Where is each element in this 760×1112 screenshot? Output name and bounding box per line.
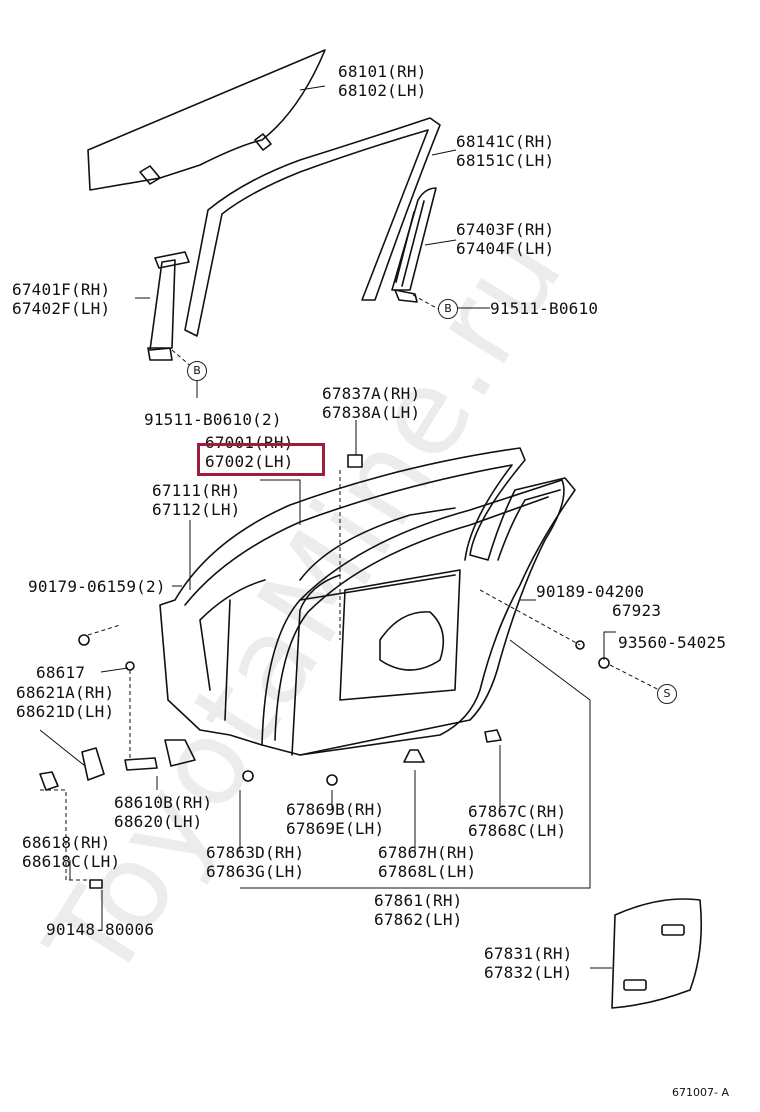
front-channel-shape bbox=[147, 251, 190, 361]
part-number: 67923 bbox=[612, 601, 662, 620]
part-number-rh: 67861(RH) bbox=[374, 891, 463, 910]
part-number-lh: 67862(LH) bbox=[374, 910, 463, 929]
label-hinge-upper[interactable]: 68621A(RH) 68621D(LH) bbox=[16, 683, 114, 721]
part-number-rh: 68141C(RH) bbox=[456, 132, 555, 151]
part-number-lh: 68151C(LH) bbox=[456, 151, 555, 170]
label-hole-cover[interactable]: 67831(RH) 67832(LH) bbox=[484, 944, 573, 982]
label-glass[interactable]: 68101(RH) 68102(LH) bbox=[338, 62, 427, 100]
part-number-lh: 67838A(LH) bbox=[322, 403, 421, 422]
label-glass-run[interactable]: 68141C(RH) 68151C(LH) bbox=[456, 132, 554, 170]
part-number: 93560-54025 bbox=[618, 633, 727, 652]
door-glass-shape bbox=[87, 49, 326, 191]
label-bolt-front[interactable]: 91511-B0610(2) bbox=[144, 410, 282, 429]
door-frame-shape bbox=[159, 447, 576, 756]
part-number-rh: 67837A(RH) bbox=[322, 384, 421, 403]
part-number-rh: 68610B(RH) bbox=[114, 793, 213, 812]
part-number-lh: 68620(LH) bbox=[114, 812, 203, 831]
part-number-lh: 68102(LH) bbox=[338, 81, 427, 100]
leader-lines bbox=[39, 85, 616, 969]
label-bolt-hinge[interactable]: 90148-80006 bbox=[46, 920, 154, 939]
dashed-lines bbox=[40, 294, 666, 881]
glass-run-shape bbox=[184, 117, 441, 337]
part-number-lh: 67002(LH) bbox=[205, 452, 294, 471]
hinge-check-shapes bbox=[39, 454, 610, 889]
part-number-rh: 68621A(RH) bbox=[16, 683, 115, 702]
part-number: 90179-06159(2) bbox=[28, 577, 166, 596]
part-number-lh: 67832(LH) bbox=[484, 963, 573, 982]
part-number: 68617 bbox=[36, 663, 86, 682]
part-number-rh: 67831(RH) bbox=[484, 944, 573, 963]
label-screw-front[interactable]: 90179-06159(2) bbox=[28, 577, 166, 596]
label-clip-c[interactable]: 67867C(RH) 67868C(LH) bbox=[468, 802, 566, 840]
rear-channel-shape bbox=[391, 187, 437, 303]
part-number-rh: 67863D(RH) bbox=[206, 843, 305, 862]
label-weatherstrip[interactable]: 67861(RH) 67862(LH) bbox=[374, 891, 463, 929]
part-number: 91511-B0610(2) bbox=[144, 410, 282, 429]
part-number-lh: 67868C(LH) bbox=[468, 821, 567, 840]
weatherstrip-shape bbox=[261, 479, 565, 756]
label-stopper[interactable]: 67923 bbox=[612, 601, 661, 620]
part-number-lh: 67869E(LH) bbox=[286, 819, 385, 838]
hole-cover-shape bbox=[611, 898, 703, 1009]
label-pin[interactable]: 68617 bbox=[36, 663, 85, 682]
label-rear-channel[interactable]: 67403F(RH) 67404F(LH) bbox=[456, 220, 554, 258]
label-clip-h[interactable]: 67867H(RH) 67868L(LH) bbox=[378, 843, 476, 881]
part-number-rh: 67867H(RH) bbox=[378, 843, 477, 862]
part-number-lh: 68618C(LH) bbox=[22, 852, 121, 871]
label-screw-rear[interactable]: 90189-04200 bbox=[536, 582, 644, 601]
label-bolt-rear[interactable]: 91511-B0610 bbox=[490, 299, 598, 318]
key-b-rear: B bbox=[438, 299, 458, 319]
part-number-lh: 67402F(LH) bbox=[12, 299, 111, 318]
part-number-lh: 67112(LH) bbox=[152, 500, 241, 519]
label-clip-d[interactable]: 67863D(RH) 67863G(LH) bbox=[206, 843, 304, 881]
part-number-rh: 67869B(RH) bbox=[286, 800, 385, 819]
part-number-rh: 67403F(RH) bbox=[456, 220, 555, 239]
part-number-lh: 68621D(LH) bbox=[16, 702, 115, 721]
part-number: 91511-B0610 bbox=[490, 299, 599, 318]
part-number-rh: 68618(RH) bbox=[22, 833, 111, 852]
part-number: 90148-80006 bbox=[46, 920, 155, 939]
key-b-front: B bbox=[187, 361, 207, 381]
label-door-panel[interactable]: 67001(RH) 67002(LH) bbox=[205, 433, 294, 471]
label-clip-b[interactable]: 67869B(RH) 67869E(LH) bbox=[286, 800, 384, 838]
label-outer-panel[interactable]: 67111(RH) 67112(LH) bbox=[152, 481, 241, 519]
label-check[interactable]: 68610B(RH) 68620(LH) bbox=[114, 793, 212, 831]
label-screw-s[interactable]: 93560-54025 bbox=[618, 633, 726, 652]
part-number-lh: 67404F(LH) bbox=[456, 239, 555, 258]
part-number-rh: 68101(RH) bbox=[338, 62, 427, 81]
label-hinge-lower[interactable]: 68618(RH) 68618C(LH) bbox=[22, 833, 120, 871]
reference-code: 671007- A bbox=[672, 1086, 729, 1099]
label-clip-upper[interactable]: 67837A(RH) 67838A(LH) bbox=[322, 384, 420, 422]
part-number: 90189-04200 bbox=[536, 582, 645, 601]
part-number-rh: 67001(RH) bbox=[205, 433, 294, 452]
part-number-rh: 67111(RH) bbox=[152, 481, 241, 500]
label-front-channel[interactable]: 67401F(RH) 67402F(LH) bbox=[12, 280, 110, 318]
part-number-rh: 67401F(RH) bbox=[12, 280, 111, 299]
key-s: S bbox=[657, 684, 677, 704]
part-number-rh: 67867C(RH) bbox=[468, 802, 567, 821]
part-number-lh: 67863G(LH) bbox=[206, 862, 305, 881]
part-number-lh: 67868L(LH) bbox=[378, 862, 477, 881]
